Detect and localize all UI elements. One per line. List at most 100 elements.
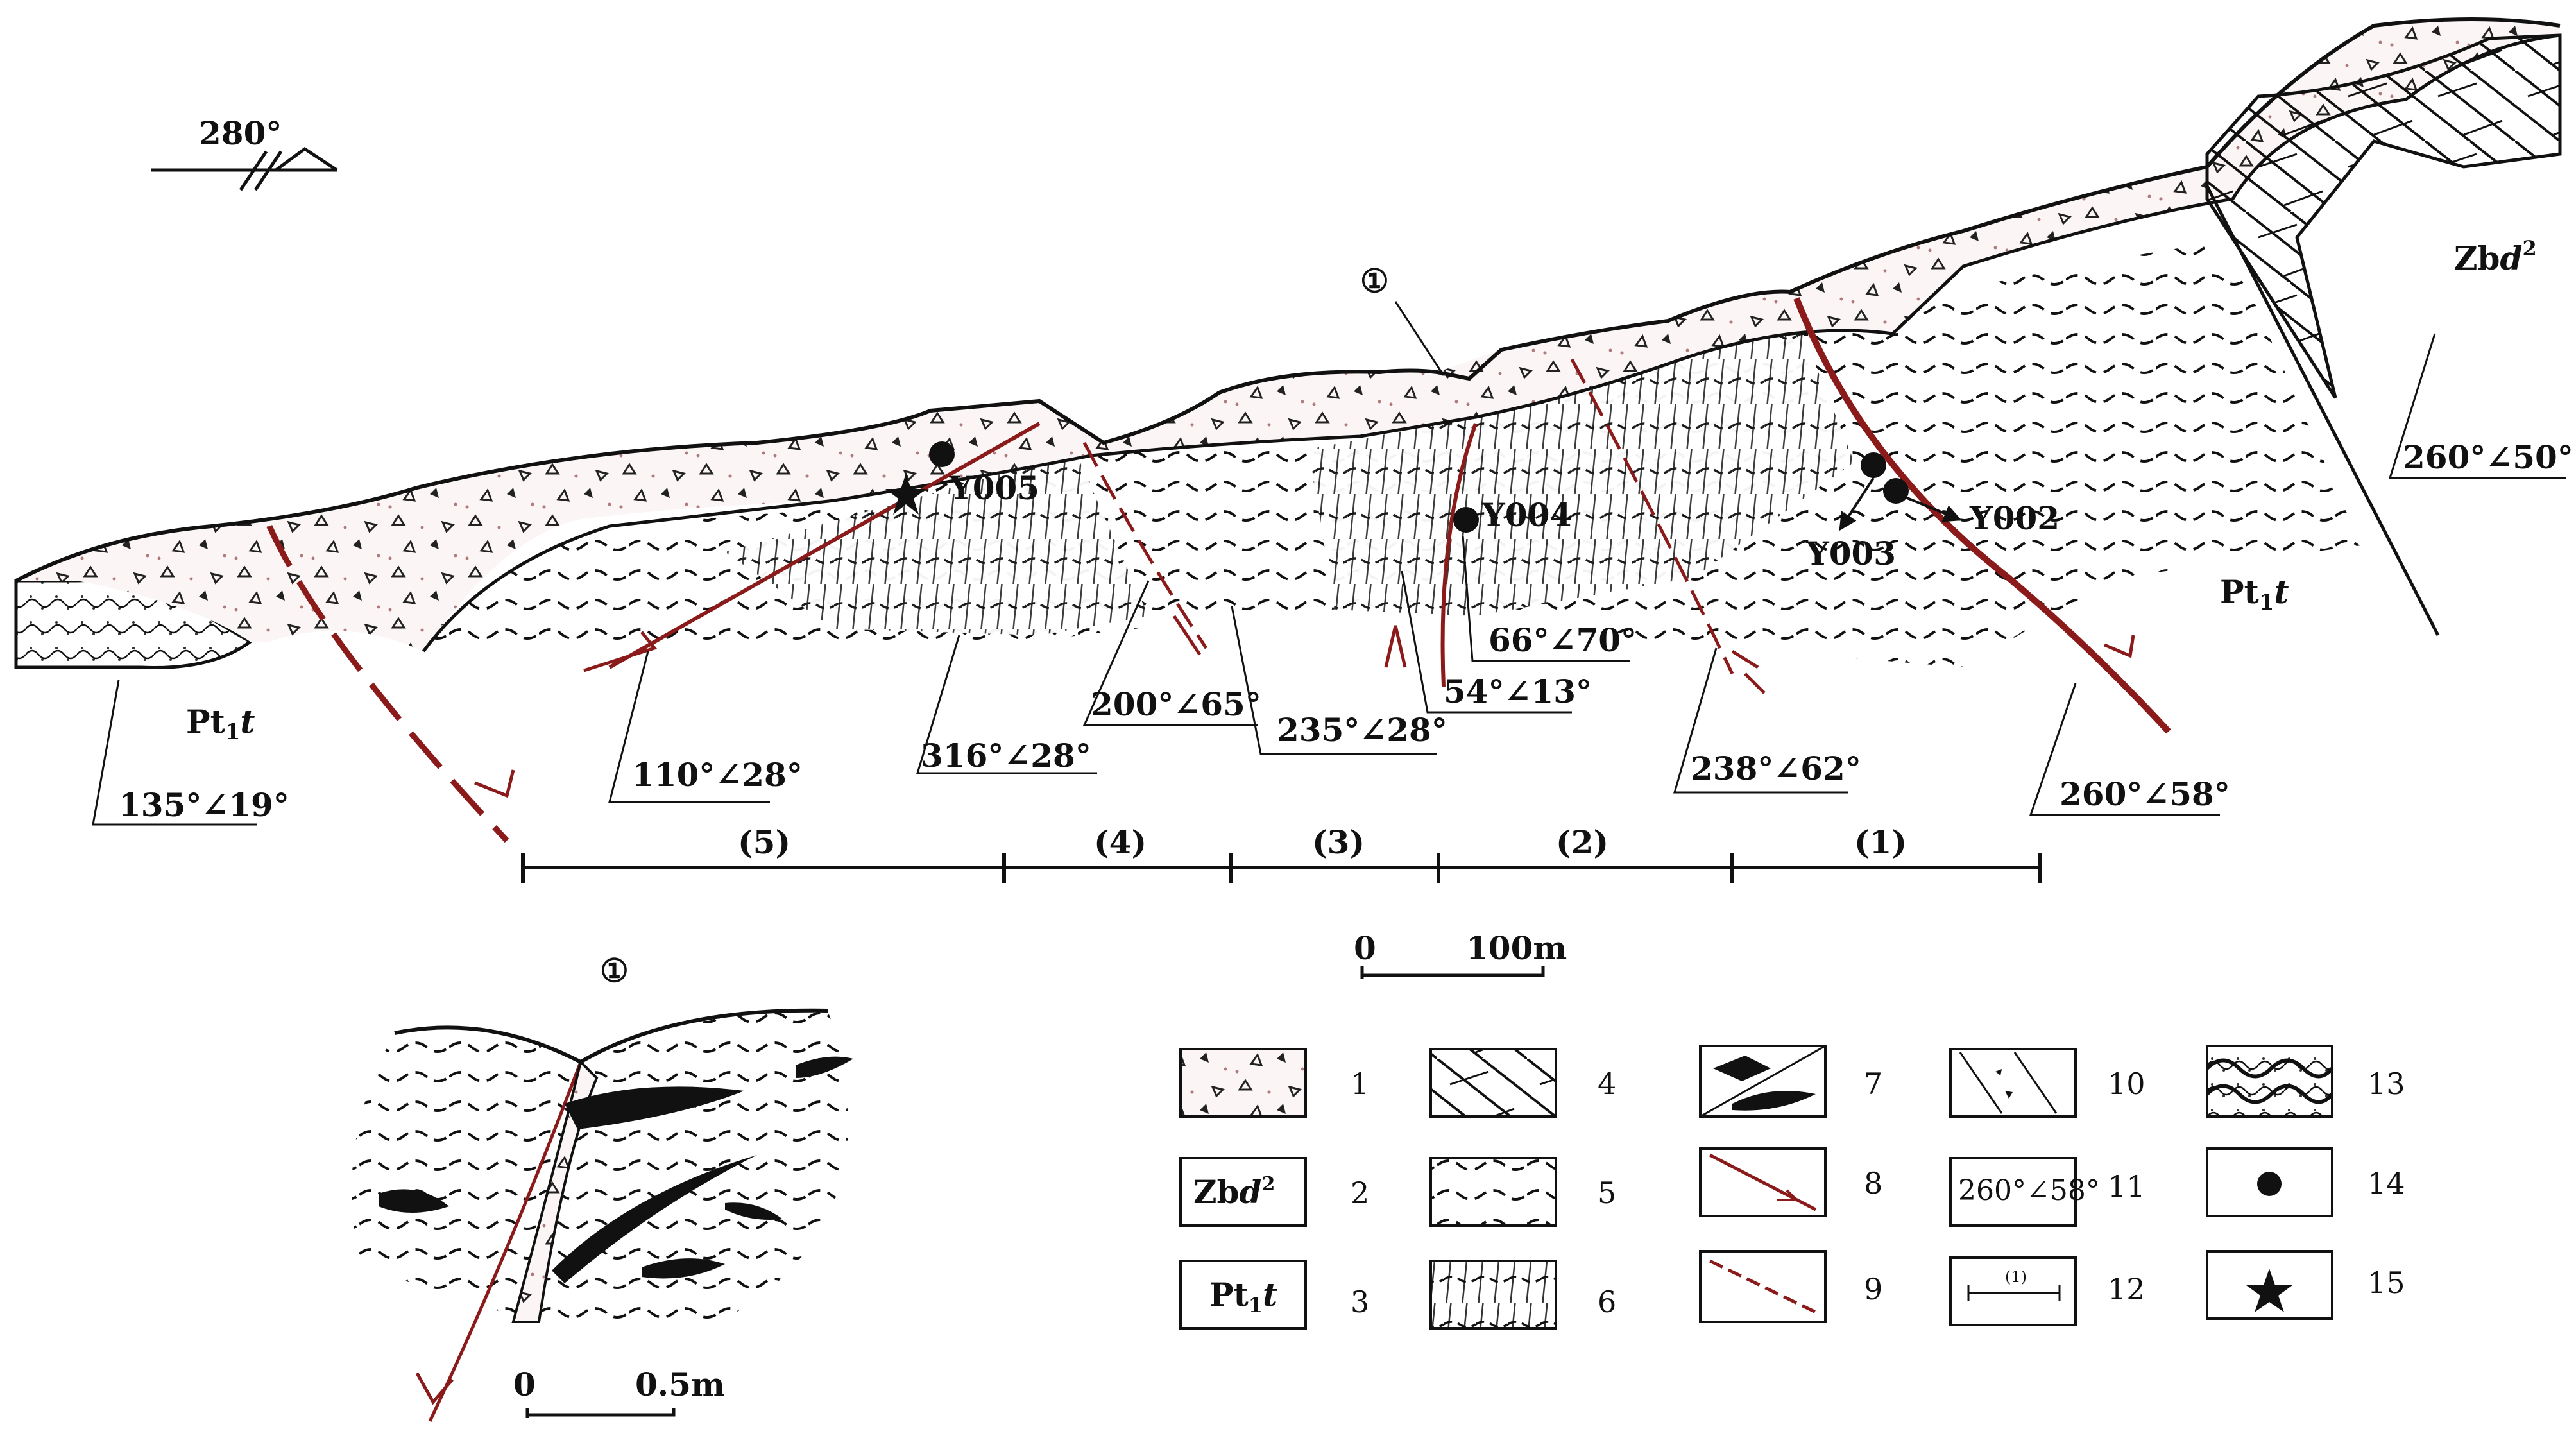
- legend-item-9: 9: [1699, 1250, 1882, 1323]
- svg-text:12: 12: [2108, 1272, 2145, 1306]
- fault-f1: [1793, 297, 2171, 734]
- legend-item-8: 8: [1699, 1147, 1882, 1217]
- svg-text:66°∠70°: 66°∠70°: [1488, 621, 1637, 659]
- fault-f5-arrow: [583, 631, 658, 672]
- svg-text:0: 0: [1354, 929, 1376, 967]
- fault-f2-arrow: [1731, 649, 1766, 694]
- svg-text:100m: 100m: [1466, 929, 1567, 967]
- ground-surface-line: [15, 17, 2561, 583]
- attitude-110-28: 110°∠28°: [608, 651, 803, 803]
- sample-label: Y003: [1805, 535, 1896, 572]
- legend-item-12: (1) 12: [1949, 1256, 2145, 1326]
- sample-label: Y002: [1969, 499, 2060, 537]
- svg-text:316°∠28°: 316°∠28°: [921, 737, 1091, 774]
- svg-text:260°∠50°: 260°∠50°: [2403, 438, 2573, 476]
- svg-text:0: 0: [513, 1365, 536, 1403]
- legend: 1 Zbd2 2 Pt1t 3 4 5 6: [1179, 1045, 2405, 1330]
- legend-item-11: 260°∠58° 11: [1949, 1157, 2145, 1227]
- fault-f3: [1440, 423, 1478, 687]
- legend-item-15: 15: [2206, 1250, 2405, 1320]
- sample-label: Y004: [1481, 496, 1572, 534]
- azimuth-label: 280°: [199, 114, 282, 152]
- legend-item-5: 5: [1429, 1157, 1616, 1227]
- sample-y004: Y004: [1453, 496, 1572, 534]
- attitude-235-28: 235°∠28°: [1231, 606, 1447, 755]
- azimuth-symbol: 280°: [151, 114, 338, 191]
- sample-label: Y005: [949, 469, 1039, 507]
- svg-text:238°∠62°: 238°∠62°: [1691, 749, 1861, 787]
- fault-f1-arrow: [2104, 635, 2135, 658]
- legend-item-10: 10: [1949, 1048, 2145, 1118]
- svg-text:135°∠19°: 135°∠19°: [119, 786, 289, 824]
- legend-item-2: Zbd2 2: [1179, 1157, 1369, 1227]
- scale-bar-inset: 0 0.5m: [513, 1365, 725, 1418]
- inset-surface-line: [394, 1008, 828, 1065]
- zbd2-contact-line: [2205, 185, 2440, 637]
- attitude-54-13: 54°∠13°: [1401, 570, 1592, 714]
- zbd2-marble-block: [2205, 33, 2562, 399]
- fault-f6: [266, 525, 509, 843]
- zone-label: (2): [1556, 823, 1608, 861]
- legend-item-13: 13: [2205, 1045, 2405, 1118]
- legend-item-1: 1: [1179, 1048, 1369, 1118]
- svg-text:5: 5: [1598, 1176, 1616, 1210]
- legend-item-6: 6: [1429, 1260, 1616, 1330]
- fault-f3-arrow: [1384, 625, 1407, 668]
- svg-text:13: 13: [2367, 1066, 2405, 1101]
- attitude-260-50: 260°∠50°: [2388, 333, 2573, 479]
- svg-text:8: 8: [1864, 1166, 1882, 1201]
- zone-bar: (5) (4) (3) (2) (1): [521, 823, 2042, 883]
- attitude-135-19: 135°∠19°: [92, 680, 289, 826]
- svg-text:9: 9: [1864, 1272, 1882, 1306]
- svg-text:Zbd2: Zbd2: [1193, 1173, 1275, 1211]
- mylonite-zone-central: [1309, 302, 1854, 616]
- svg-text:10: 10: [2108, 1066, 2145, 1101]
- svg-text:14: 14: [2367, 1166, 2405, 1201]
- legend-item-3: Pt1t 3: [1179, 1260, 1369, 1330]
- zone-label: (1): [1854, 823, 1907, 861]
- inset-fault: [428, 1061, 583, 1423]
- sample-y005: Y005: [885, 441, 1039, 515]
- inset-reference-marker: ①: [1360, 262, 1445, 376]
- svg-text:1: 1: [1351, 1066, 1369, 1101]
- svg-text:11: 11: [2108, 1169, 2145, 1204]
- legend-item-7: 7: [1699, 1045, 1882, 1118]
- sample-y003: Y003: [1805, 452, 1896, 572]
- zone-label: (4): [1094, 823, 1147, 861]
- legend-item-14: 14: [2206, 1147, 2405, 1217]
- zone-label: (5): [738, 823, 790, 861]
- sample-point-icon: [2257, 1172, 2282, 1196]
- svg-text:260°∠58°: 260°∠58°: [2060, 775, 2230, 813]
- star-icon: [2246, 1269, 2292, 1312]
- star-icon: [885, 474, 926, 515]
- fault-f4: [1082, 441, 1208, 649]
- svg-text:Pt1t: Pt1t: [2220, 573, 2289, 615]
- unit-label-pt1t-left: Pt1t: [186, 703, 255, 745]
- svg-text:Pt1t: Pt1t: [1209, 1276, 1277, 1317]
- fault-f6-arrow: [474, 769, 515, 798]
- svg-text:0.5m: 0.5m: [635, 1365, 725, 1403]
- svg-text:2: 2: [1351, 1176, 1369, 1210]
- svg-text:3: 3: [1351, 1285, 1369, 1319]
- inset-title: ①: [600, 952, 629, 989]
- inset-fault-arrow: [415, 1372, 454, 1405]
- attitude-316-28: 316°∠28°: [916, 635, 1097, 774]
- svg-text:(1): (1): [2005, 1268, 2027, 1286]
- attitude-260-58: 260°∠58°: [2029, 683, 2230, 816]
- sample-y002: Y002: [1883, 478, 2060, 537]
- inset-breccia-wedge: [511, 1059, 599, 1323]
- svg-text:4: 4: [1598, 1066, 1616, 1101]
- fault-f5: [608, 422, 1041, 669]
- scale-bar-main: 0 100m: [1354, 929, 1567, 979]
- svg-text:235°∠28°: 235°∠28°: [1277, 711, 1447, 749]
- svg-text:Pt1t: Pt1t: [186, 703, 255, 745]
- svg-text:Zbd2: Zbd2: [2454, 236, 2537, 277]
- inset-detail: ① 0 0.5m: [352, 952, 853, 1423]
- fault-f2: [1570, 358, 1734, 675]
- mylonite-zone-west: [725, 443, 1148, 635]
- inset-body: [352, 1010, 848, 1322]
- circled-ref: ①: [1360, 262, 1389, 300]
- attitude-238-62: 238°∠62°: [1673, 647, 1861, 794]
- svg-text:7: 7: [1864, 1066, 1882, 1101]
